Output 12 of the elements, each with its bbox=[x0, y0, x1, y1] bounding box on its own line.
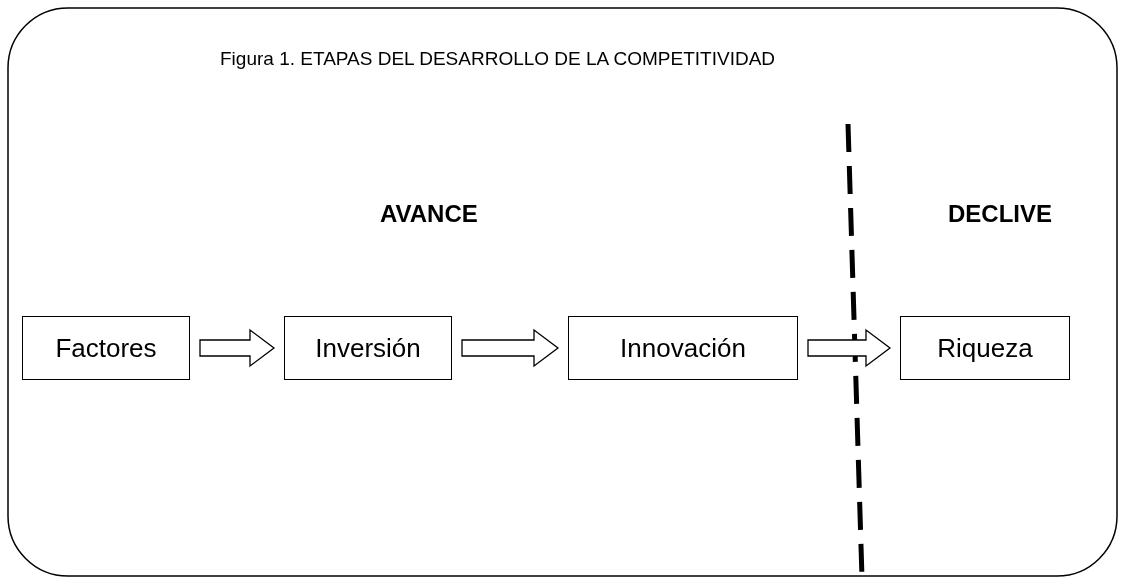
block-arrow bbox=[199, 328, 276, 368]
stage-name: Riqueza bbox=[937, 332, 1033, 364]
stage-box bbox=[284, 316, 452, 380]
block-arrow bbox=[461, 328, 560, 368]
stage-name: Inversión bbox=[315, 332, 421, 364]
stage-name: Factores bbox=[55, 332, 157, 364]
stage-name: Innovación bbox=[620, 332, 746, 364]
block-arrow bbox=[807, 328, 892, 368]
figure-title: Figura 1. ETAPAS DEL DESARROLLO DE LA COMPETITIVIDAD bbox=[220, 48, 776, 70]
stage-box bbox=[22, 316, 190, 380]
stage-box bbox=[900, 316, 1070, 380]
stage-box bbox=[568, 316, 798, 380]
